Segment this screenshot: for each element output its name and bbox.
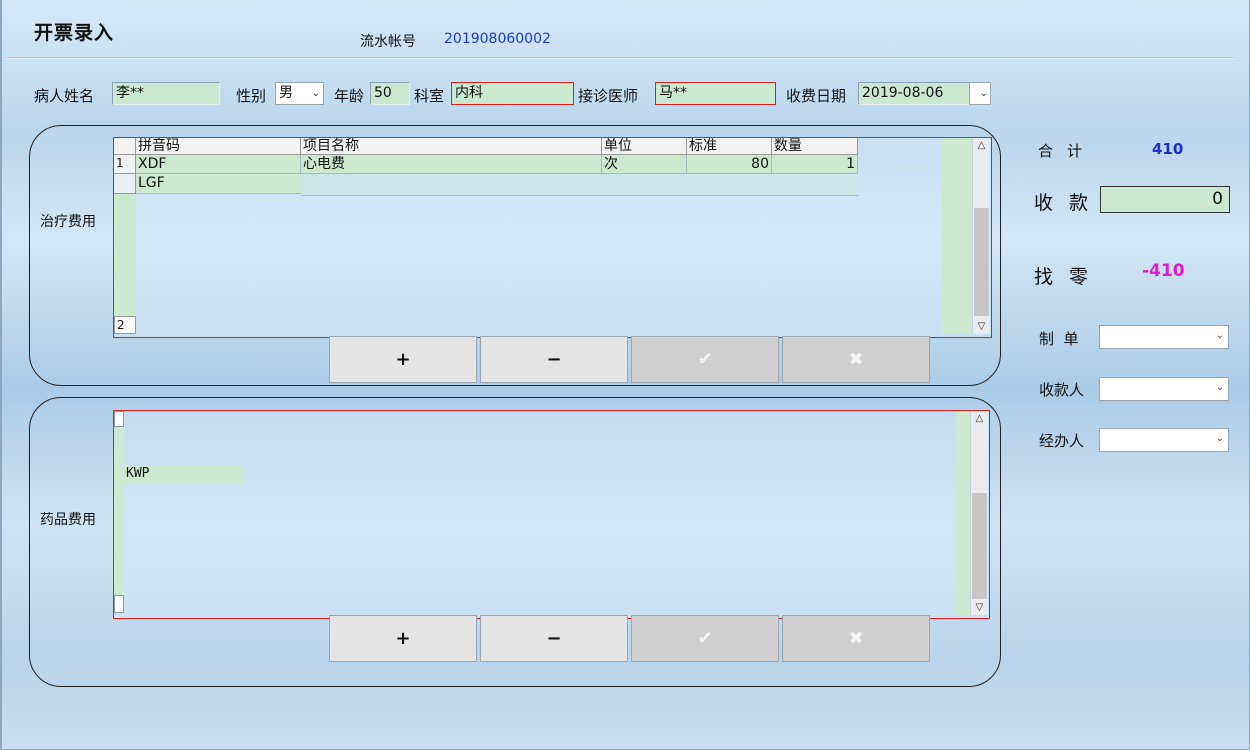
record-count — [114, 595, 124, 613]
column-header-item[interactable]: 项目名称 — [301, 138, 602, 155]
table-row[interactable] — [301, 174, 858, 196]
drug-code-cell[interactable]: KWP — [124, 465, 244, 484]
scroll-up-icon[interactable]: △ — [977, 140, 986, 151]
row-number — [114, 174, 136, 194]
drug-panel — [29, 397, 1001, 687]
cancel-treatment-button[interactable]: ✖ — [782, 336, 930, 383]
row-number: 1 — [114, 155, 136, 174]
patient-name-field[interactable]: 李** — [112, 82, 220, 105]
treatment-grid[interactable]: 拼音码 项目名称 单位 标准 数量 1 XDF 心电费 次 80 1 LGF 2… — [113, 137, 992, 338]
handler-select[interactable]: ⌄ — [1099, 428, 1229, 452]
confirm-treatment-button[interactable]: ✔ — [631, 336, 779, 383]
serial-number: 201908060002 — [444, 31, 551, 47]
grid-corner — [114, 411, 124, 427]
doctor-field[interactable]: 马** — [655, 82, 776, 105]
drug-grid[interactable]: KWP △ ▽ — [113, 410, 990, 619]
table-cell-code[interactable]: LGF — [136, 174, 301, 194]
remove-treatment-button[interactable]: − — [480, 336, 628, 383]
table-cell-qty[interactable]: 1 — [772, 155, 858, 174]
chevron-down-icon: ⌄ — [1215, 433, 1224, 444]
patient-name-label: 病人姓名 — [34, 87, 95, 105]
add-drug-button[interactable]: + — [329, 615, 477, 662]
scroll-up-icon[interactable]: △ — [975, 413, 984, 424]
header-divider — [6, 57, 1234, 59]
table-cell-item[interactable]: 心电费 — [301, 155, 602, 174]
treatment-label: 治疗费用 — [40, 214, 96, 230]
doctor-label: 接诊医师 — [578, 87, 639, 105]
payee-select[interactable]: ⌄ — [1099, 377, 1229, 401]
department-label: 科室 — [414, 87, 445, 105]
table-cell-price[interactable]: 80 — [687, 155, 772, 174]
charge-date-label: 收费日期 — [786, 87, 847, 105]
charge-date-field[interactable]: 2019-08-06 — [858, 82, 970, 105]
chevron-down-icon: ⌄ — [1215, 382, 1224, 393]
department-field[interactable]: 内科 — [451, 82, 574, 105]
page-title: 开票录入 — [34, 22, 115, 44]
maker-select[interactable]: ⌄ — [1099, 325, 1229, 349]
gender-value: 男 — [279, 85, 293, 101]
drug-label: 药品费用 — [40, 512, 96, 528]
change-amount: -410 — [1142, 261, 1185, 281]
confirm-drug-button[interactable]: ✔ — [631, 615, 779, 662]
grid-corner — [114, 138, 136, 155]
grid-right-strip — [956, 411, 970, 615]
grid-right-strip — [942, 138, 972, 334]
chevron-down-icon: ⌄ — [979, 88, 988, 99]
row-header-strip — [114, 427, 124, 595]
record-count: 2 — [114, 316, 136, 334]
column-header-unit[interactable]: 单位 — [602, 138, 687, 155]
chevron-down-icon: ⌄ — [1215, 330, 1224, 341]
treatment-scrollbar[interactable]: △ ▽ — [972, 138, 990, 334]
treatment-panel — [29, 125, 1001, 386]
table-cell-code[interactable]: XDF — [136, 155, 301, 174]
received-amount-field[interactable]: 0 — [1100, 186, 1230, 213]
scroll-down-icon[interactable]: ▽ — [977, 321, 986, 332]
add-treatment-button[interactable]: + — [329, 336, 477, 383]
gender-select[interactable]: 男 ⌄ — [275, 82, 324, 105]
date-picker-button[interactable]: ⌄ — [969, 82, 991, 105]
total-label: 合计 — [1038, 142, 1097, 160]
age-field[interactable]: 50 — [370, 82, 410, 105]
gender-label: 性别 — [236, 87, 267, 105]
received-label: 收款 — [1034, 192, 1105, 214]
serial-label: 流水帐号 — [360, 34, 416, 50]
cancel-drug-button[interactable]: ✖ — [782, 615, 930, 662]
chevron-down-icon: ⌄ — [311, 88, 320, 99]
drug-scrollbar[interactable]: △ ▽ — [970, 411, 988, 615]
scroll-down-icon[interactable]: ▽ — [975, 602, 984, 613]
total-amount: 410 — [1152, 140, 1184, 158]
scrollbar-thumb[interactable] — [972, 493, 987, 599]
column-header-price[interactable]: 标准 — [687, 138, 772, 155]
scrollbar-thumb[interactable] — [974, 208, 989, 316]
row-header-strip — [114, 194, 136, 316]
column-header-code[interactable]: 拼音码 — [136, 138, 301, 155]
change-label: 找零 — [1034, 266, 1105, 288]
column-header-qty[interactable]: 数量 — [772, 138, 858, 155]
maker-label: 制 单 — [1039, 330, 1079, 348]
handler-label: 经办人 — [1039, 432, 1085, 450]
remove-drug-button[interactable]: − — [480, 615, 628, 662]
table-cell-unit[interactable]: 次 — [602, 155, 687, 174]
age-label: 年龄 — [334, 87, 365, 105]
payee-label: 收款人 — [1039, 381, 1085, 399]
